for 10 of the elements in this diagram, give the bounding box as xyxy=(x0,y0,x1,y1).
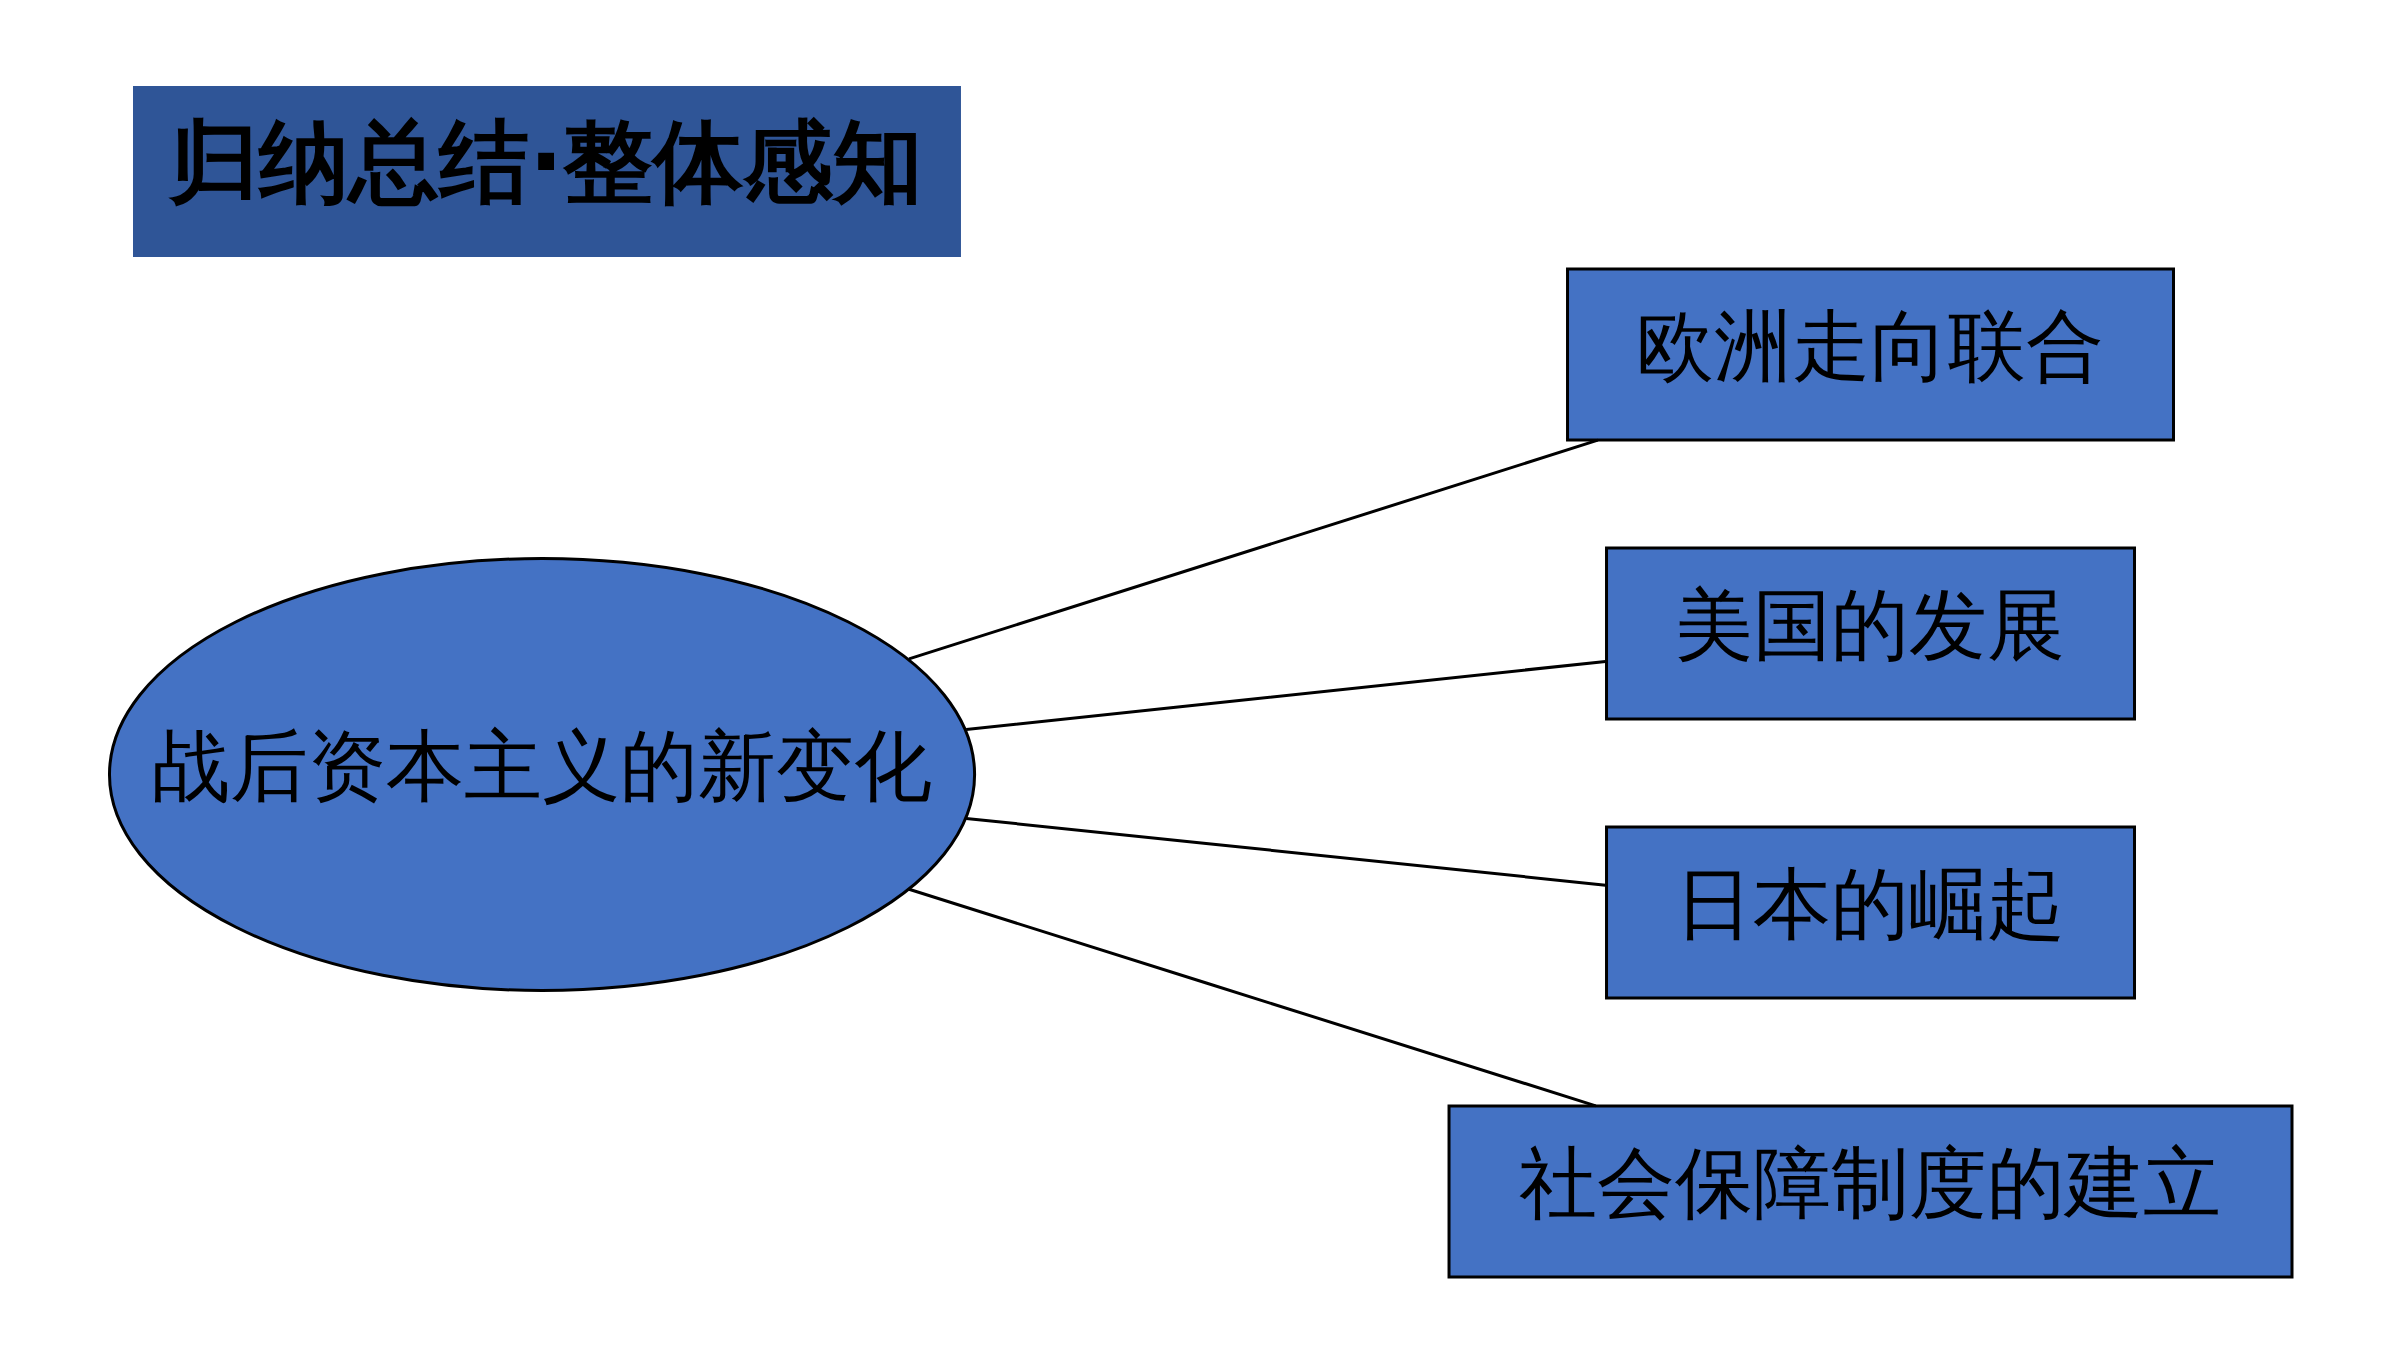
node-box: 日本的崛起 xyxy=(1604,825,2136,999)
diagram-title: 归纳总结·整体感知 xyxy=(168,108,923,214)
connector xyxy=(908,887,1596,1107)
node-box: 欧洲走向联合 xyxy=(1565,267,2175,441)
node-box: 社会保障制度的建立 xyxy=(1447,1104,2293,1278)
node-box: 美国的发展 xyxy=(1604,546,2136,720)
connector xyxy=(965,816,1606,887)
connector xyxy=(908,438,1598,660)
node-ellipse: 战后资本主义的新变化 xyxy=(107,556,976,992)
connector xyxy=(965,659,1606,731)
